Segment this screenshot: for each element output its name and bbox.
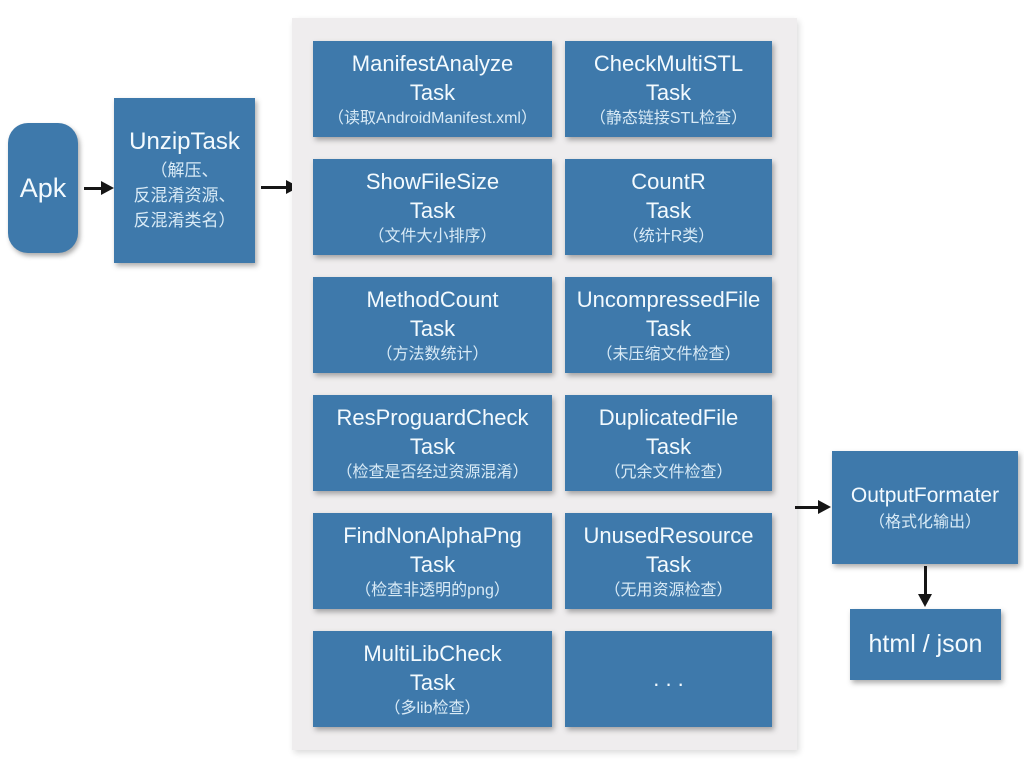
task-ellipsis: . . . (565, 631, 772, 727)
task-unusedresource: UnusedResource Task （无用资源检查） (565, 513, 772, 609)
node-unziptask: UnzipTask （解压、 反混淆资源、 反混淆类名） (114, 98, 255, 263)
arrow-unzip-to-task-panel (261, 180, 299, 194)
task-title: MethodCount Task (366, 286, 499, 341)
task-title: ShowFileSize Task (365, 168, 500, 223)
task-title: MultiLibCheck Task (363, 640, 502, 695)
task-subtitle: （检查非透明的png） (355, 581, 510, 599)
arrow-apk-to-unzip (84, 181, 114, 195)
node-outputformater: OutputFormater （格式化输出） (832, 451, 1018, 564)
task-panel: ManifestAnalyze Task （读取AndroidManifest.… (292, 18, 797, 750)
task-title: CountR Task (631, 168, 706, 223)
task-duplicatedfile: DuplicatedFile Task （冗余文件检查） (565, 395, 772, 491)
outputformater-subtitle: （格式化输出） (868, 514, 981, 531)
task-title: DuplicatedFile Task (598, 404, 739, 459)
unziptask-title: UnzipTask (129, 128, 240, 155)
task-subtitle: （多lib检查） (384, 699, 481, 717)
task-title: ManifestAnalyze Task (351, 50, 514, 105)
result-label: html / json (868, 630, 983, 658)
task-subtitle: （文件大小排序） (368, 227, 497, 245)
task-showfilesize: ShowFileSize Task （文件大小排序） (313, 159, 552, 255)
task-findnonalphapng: FindNonAlphaPng Task （检查非透明的png） (313, 513, 552, 609)
task-subtitle: （检查是否经过资源混淆） (336, 463, 529, 481)
task-uncompressedfile: UncompressedFile Task （未压缩文件检查） (565, 277, 772, 373)
task-title: CheckMultiSTL Task (593, 50, 744, 105)
task-subtitle: （方法数统计） (376, 345, 489, 363)
arrow-outputformater-to-result (918, 566, 932, 607)
task-title: UncompressedFile Task (576, 286, 761, 341)
node-apk: Apk (8, 123, 78, 253)
task-countr: CountR Task （统计R类） (565, 159, 772, 255)
apk-label: Apk (19, 172, 67, 203)
task-subtitle: （静态链接STL检查） (589, 109, 748, 127)
task-resproguardcheck: ResProguardCheck Task （检查是否经过资源混淆） (313, 395, 552, 491)
task-subtitle: （统计R类） (622, 227, 715, 245)
task-checkmultistl: CheckMultiSTL Task （静态链接STL检查） (565, 41, 772, 137)
node-html-json: html / json (850, 609, 1001, 680)
task-subtitle: （无用资源检查） (604, 581, 733, 599)
task-methodcount: MethodCount Task （方法数统计） (313, 277, 552, 373)
task-subtitle: （读取AndroidManifest.xml） (328, 109, 537, 127)
task-multilibcheck: MultiLibCheck Task （多lib检查） (313, 631, 552, 727)
task-title: UnusedResource Task (583, 522, 754, 577)
unziptask-subtitle: （解压、 反混淆资源、 反混淆类名） (133, 161, 236, 230)
task-subtitle: （未压缩文件检查） (596, 345, 741, 363)
arrow-tasks-to-outputformater (795, 500, 831, 514)
task-title: FindNonAlphaPng Task (343, 522, 522, 577)
task-subtitle: （冗余文件检查） (604, 463, 733, 481)
task-title: . . . (653, 666, 684, 691)
task-title: ResProguardCheck Task (336, 404, 529, 459)
outputformater-title: OutputFormater (850, 484, 1000, 507)
task-manifestanalyze: ManifestAnalyze Task （读取AndroidManifest.… (313, 41, 552, 137)
